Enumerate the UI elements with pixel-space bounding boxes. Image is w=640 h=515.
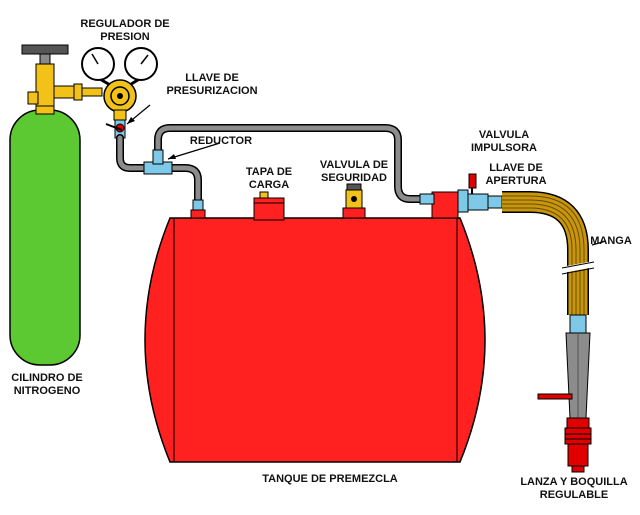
opening-valve-label: LLAVE DE APERTURA xyxy=(478,162,554,188)
lance-label-line-2: REGULABLE xyxy=(539,489,609,501)
reducer xyxy=(143,142,221,175)
cylinder-valve xyxy=(21,44,103,107)
nitrogen-cylinder-label-line-1: CILINDRO DE xyxy=(11,372,83,384)
pressurizing-valve-label: LLAVE DE PRESURIZACION xyxy=(152,72,272,98)
safety-valve-label: VALVULA DE SEGURIDAD xyxy=(308,159,400,185)
regulator-label-line-1: REGULADOR DE xyxy=(80,18,170,30)
premix-tank-label-line-1: TANQUE DE PREMEZCLA xyxy=(262,473,398,485)
regulator-label: REGULADOR DE PRESION xyxy=(70,18,180,44)
pressurizing-valve-label-line-1: LLAVE DE xyxy=(185,72,239,84)
fill-cap-label: TAPA DE CARGA xyxy=(232,166,306,192)
impeller-valve-label: VALVULA IMPULSORA xyxy=(466,129,542,155)
hose xyxy=(502,191,607,315)
fill-cap xyxy=(253,191,285,221)
impeller-valve xyxy=(419,189,503,219)
lance-label: LANZA Y BOQUILLA REGULABLE xyxy=(512,476,636,502)
safety-valve-label-line-1: VALVULA DE xyxy=(319,159,389,171)
pressurizing-valve xyxy=(105,104,151,139)
nitrogen-cylinder-label: CILINDRO DE NITROGENO xyxy=(4,372,90,398)
nitrogen-cylinder xyxy=(9,103,81,366)
hose-label-line-1: MANGA xyxy=(590,235,632,247)
lance-label-line-1: LANZA Y BOQUILLA xyxy=(520,476,628,488)
opening-valve-label-line-1: LLAVE DE xyxy=(489,162,543,174)
pressure-regulator xyxy=(81,47,158,121)
nitrogen-cylinder-label-line-2: NITROGENO xyxy=(13,385,81,397)
premix-tank-label: TANQUE DE PREMEZCLA xyxy=(240,473,420,486)
impeller-valve-label-line-2: IMPULSORA xyxy=(471,142,537,154)
fill-cap-label-line-1: TAPA DE xyxy=(245,166,293,178)
impeller-valve-label-line-1: VALVULA xyxy=(478,129,530,141)
safety-valve-label-line-2: SEGURIDAD xyxy=(320,172,387,184)
reducer-label-line-1: REDUCTOR xyxy=(189,135,253,147)
fill-cap-label-line-2: CARGA xyxy=(248,179,290,191)
lance-nozzle xyxy=(537,314,592,473)
pressurizing-valve-label-line-2: PRESURIZACION xyxy=(166,85,258,97)
safety-valve xyxy=(342,183,366,219)
reducer-label: REDUCTOR xyxy=(176,135,266,148)
opening-valve-label-line-2: APERTURA xyxy=(485,175,547,187)
premix-tank xyxy=(144,199,486,463)
hose-label: MANGA xyxy=(586,235,636,248)
opening-valve xyxy=(468,173,477,194)
regulator-label-line-2: PRESION xyxy=(100,31,150,43)
